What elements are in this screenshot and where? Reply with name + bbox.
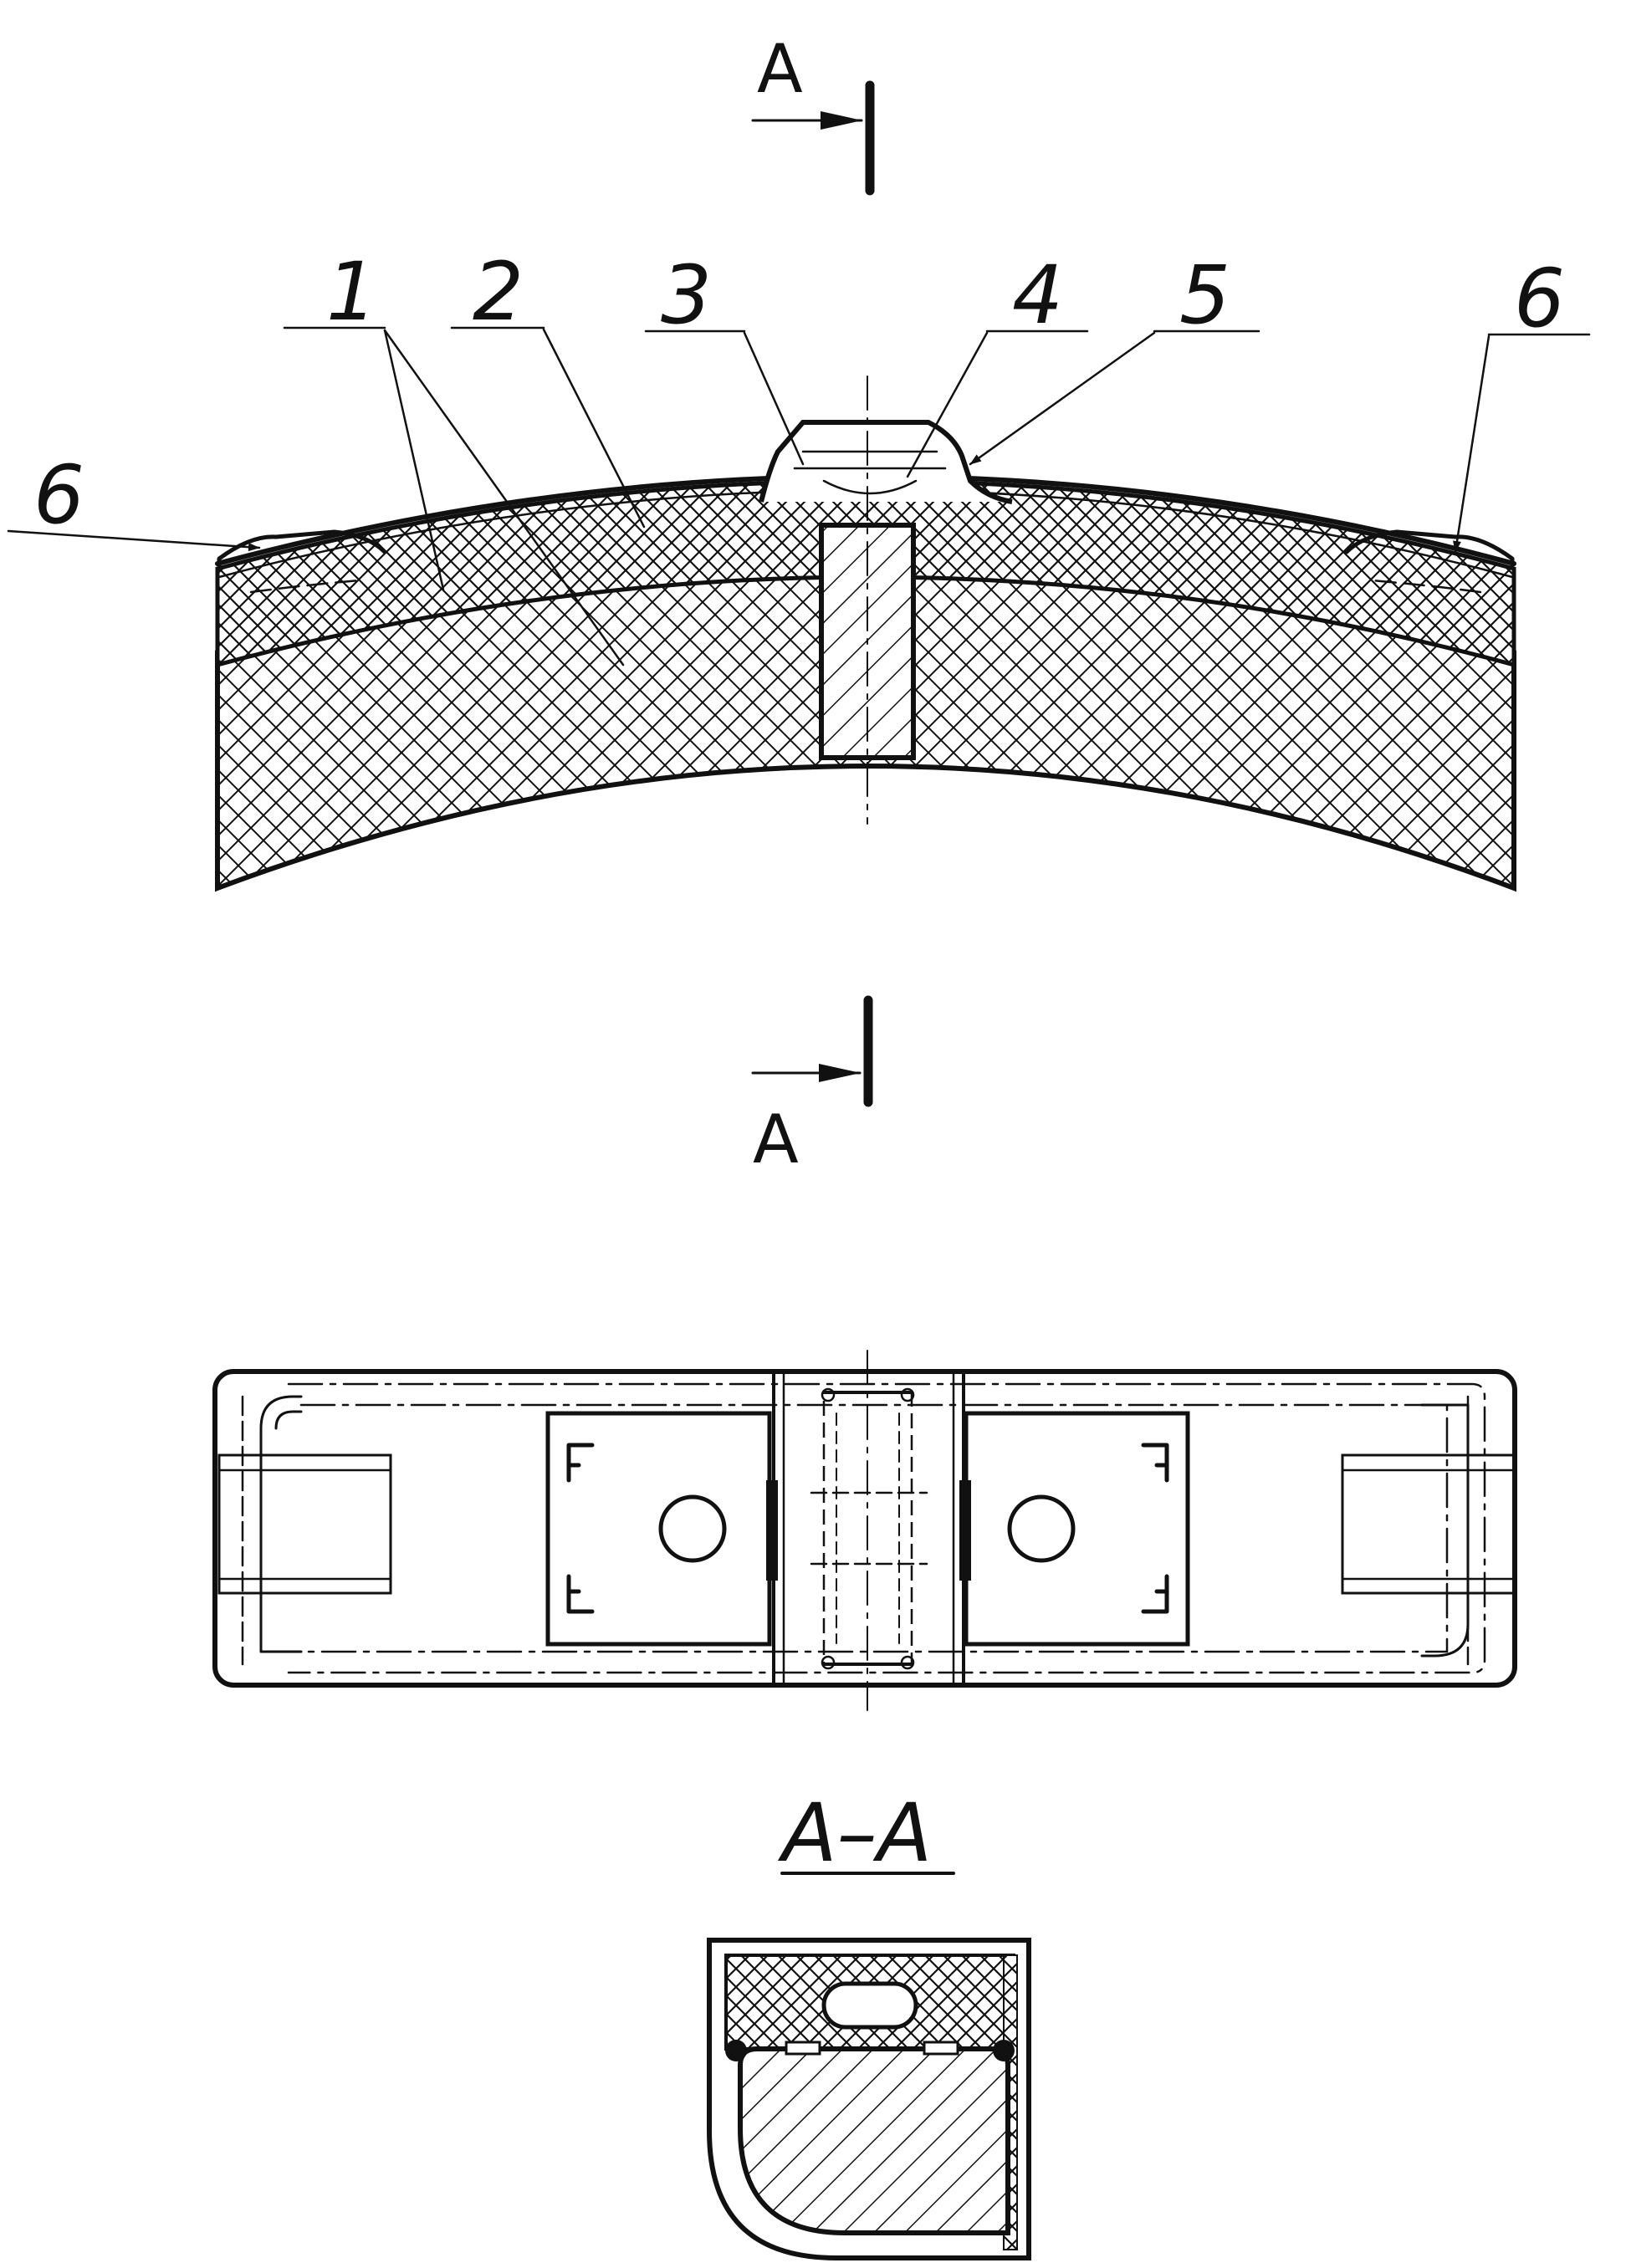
section-letter-bottom: A (753, 1101, 799, 1178)
label-part-5: 5 (1179, 248, 1230, 342)
section-marker-top: A (751, 30, 875, 196)
label-part-1: 1 (326, 245, 377, 339)
label-part-6-right: 6 (1514, 252, 1565, 345)
section-marker-bottom: A (751, 995, 873, 1178)
label-part-3: 3 (661, 248, 712, 342)
side-view-leaders: 1 2 3 4 5 6 6 (7, 245, 1591, 667)
side-view-shoe (215, 375, 1516, 892)
section-letter-top: A (757, 30, 803, 108)
right-clip (1344, 529, 1515, 568)
left-clip (217, 529, 387, 568)
label-part-4: 4 (1012, 248, 1063, 342)
section-view-a-a: A–A (707, 1786, 1031, 2260)
section-block (738, 2046, 1010, 2235)
section-title: A–A (777, 1786, 932, 1880)
plan-view (212, 1350, 1517, 1711)
label-part-6-left: 6 (33, 448, 84, 542)
label-part-2: 2 (473, 245, 524, 339)
